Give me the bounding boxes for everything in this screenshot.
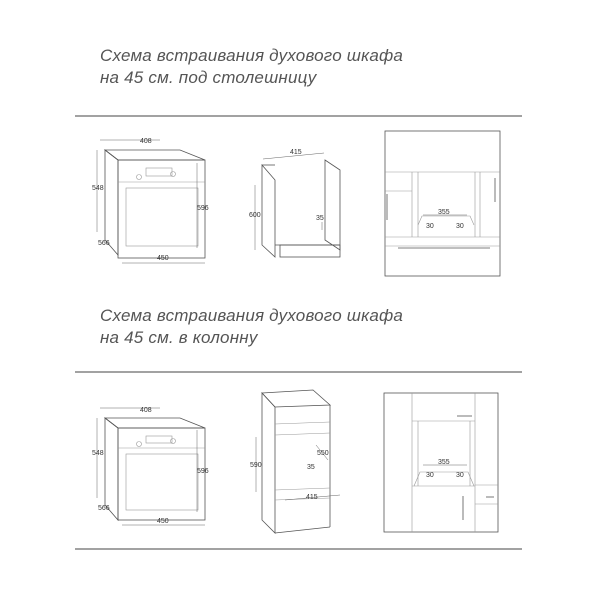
s2-front-opening-label: 355	[438, 459, 450, 466]
section2-title-line1: Схема встраивания духового шкафа	[100, 306, 404, 325]
s2-oven-depth-bottom-label: 566	[98, 505, 110, 512]
section2-front-drawing: 355 30 30	[383, 392, 499, 533]
section1-oven-drawing: 408 548 596 566 450	[92, 138, 209, 264]
s2-oven-width-bottom-label: 450	[157, 518, 169, 525]
s2-oven-height-label: 596	[197, 468, 209, 475]
s2-cabinet-gap-label: 35	[307, 464, 315, 471]
s1-oven-depth-side-label: 548	[92, 185, 104, 192]
s1-front-right-margin-label: 30	[456, 223, 464, 230]
section1-title: Схема встраивания духового шкафа на 45 с…	[100, 45, 403, 89]
s1-front-opening-label: 355	[438, 209, 450, 216]
section2-title: Схема встраивания духового шкафа на 45 с…	[100, 305, 403, 349]
s1-cabinet-width-label: 415	[290, 149, 302, 156]
s2-cabinet-height-label: 590	[250, 462, 262, 469]
section1-title-line2: на 45 см. под столешницу	[100, 68, 317, 87]
s1-oven-width-top-label: 408	[140, 138, 152, 145]
s1-oven-height-label: 596	[197, 205, 209, 212]
s1-oven-depth-bottom-label: 566	[98, 240, 110, 247]
s2-oven-depth-side-label: 548	[92, 450, 104, 457]
s1-oven-width-bottom-label: 450	[157, 255, 169, 262]
s1-cabinet-gap-label: 35	[316, 215, 324, 222]
s2-oven-width-top-label: 408	[140, 407, 152, 414]
s1-front-left-margin-label: 30	[426, 223, 434, 230]
s2-cabinet-depth-label: 550	[317, 450, 329, 457]
s2-cabinet-width-label: 415	[306, 494, 318, 501]
s2-front-left-margin-label: 30	[426, 472, 434, 479]
s2-front-right-margin-label: 30	[456, 472, 464, 479]
section1-title-line1: Схема встраивания духового шкафа	[100, 46, 404, 65]
section2-cabinet-drawing: 590 550 35 415	[250, 389, 341, 534]
section1-cabinet-drawing: 415 600 35	[249, 149, 341, 258]
section2-title-line2: на 45 см. в колонну	[100, 328, 258, 347]
section1-front-drawing: 355 30 30	[384, 130, 501, 277]
section2-oven-drawing: 408 548 596 566 450	[92, 407, 209, 526]
s1-cabinet-height-label: 600	[249, 212, 261, 219]
